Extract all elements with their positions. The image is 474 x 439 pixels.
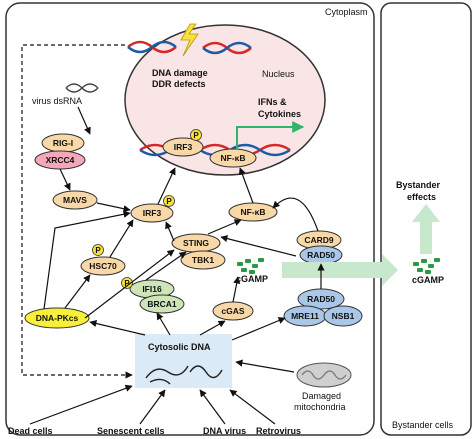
lightning-icon (180, 23, 199, 57)
ifi16-label: IFI16 (142, 284, 162, 294)
hsc70-label: HSC70 (89, 261, 117, 271)
nfkb-label: NF-κB (240, 207, 265, 217)
card9-label: CARD9 (304, 235, 334, 245)
ifns-label-line2: Cytokines (258, 109, 301, 119)
mavs-pill (52, 190, 98, 210)
cytosolic-dna-label: Cytosolic DNA (148, 342, 211, 352)
xrcc4-label: XRCC4 (46, 155, 75, 165)
phospho-irf3-icon (163, 195, 175, 207)
damaged-mito-label-line2: mitochondria (294, 402, 346, 412)
tbk1-label: TBK1 (192, 255, 214, 265)
brca1-label: BRCA1 (147, 299, 177, 309)
cytosolic-dna-strands-icon (145, 365, 223, 385)
hsc70-pill (80, 256, 126, 276)
feedback-dashed-arrow (21, 44, 133, 379)
phospho-label: P (95, 246, 101, 255)
damaged-mito-label-line1: Damaged (302, 391, 341, 401)
bystander-effects-line2: effects (407, 192, 436, 202)
bystander-cells-label: Bystander cells (392, 420, 454, 430)
mre11-label: MRE11 (291, 311, 319, 321)
cgamp-bystander-cluster-icon (413, 258, 440, 274)
nucleus (124, 24, 326, 176)
cgamp-cluster-icon (237, 258, 264, 274)
dna-damage-label: DNA damage (152, 68, 208, 78)
retrovirus-label: Retrovirus (256, 426, 301, 436)
bystander-effects-arrow (412, 204, 440, 254)
nucleus-label: Nucleus (262, 69, 295, 79)
mitochondria-icon (296, 362, 352, 388)
dna-pkcs-pill (24, 307, 90, 329)
rig-i-label: RIG-I (53, 138, 73, 148)
cytosolic-dna-box (135, 334, 232, 388)
cgamp-label: cGAMP (236, 274, 268, 284)
bystander-effects-line1: Bystander (396, 180, 441, 190)
irf3-nuclear-pill (162, 137, 204, 157)
signalling-arrows (29, 106, 325, 425)
phospho-hsc70-icon (92, 244, 104, 256)
ifns-label-line1: IFNs & (258, 97, 287, 107)
irf3-label: IRF3 (143, 208, 162, 218)
cgamp-bystander-label: cGAMP (412, 275, 444, 285)
phospho-irf3-nuclear-icon (190, 129, 202, 141)
phospho-label: P (124, 279, 130, 288)
phospho-label: P (166, 197, 172, 206)
ddr-defects-label: DDR defects (152, 79, 206, 89)
tbk1-pill (180, 250, 226, 270)
phospho-ifi16-icon (121, 277, 133, 289)
rad50-top-label: RAD50 (307, 250, 335, 260)
irf3-nuclear-label: IRF3 (174, 142, 193, 152)
sting-label: STING (183, 238, 209, 248)
dead-cells-label: Dead cells (8, 426, 53, 436)
transcription-arrow (236, 121, 305, 150)
virus-dsrna-icon (65, 83, 99, 93)
phospho-label: P (193, 131, 199, 140)
irf3-pill (130, 203, 174, 223)
mavs-label: MAVS (63, 195, 87, 205)
dna-pkcs-label: DNA-PKcs (36, 313, 79, 323)
senescent-cells-label: Senescent cells (97, 426, 165, 436)
cytoplasm-label: Cytoplasm (325, 7, 368, 17)
nfkb-nuclear-label: NF-κB (220, 153, 245, 163)
nsb1-label: NSB1 (332, 311, 355, 321)
virus-dsrna-label: virus dsRNA (32, 96, 82, 106)
cgas-label: cGAS (221, 306, 244, 316)
rad50-bottom-label: RAD50 (307, 294, 335, 304)
dna-damage-helix-icon (127, 40, 252, 55)
cgamp-transfer-arrow (282, 254, 398, 286)
dna-virus-label: DNA virus (203, 426, 246, 436)
nfkb-nuclear-pill (209, 148, 257, 168)
nsb1-pill (323, 305, 363, 327)
